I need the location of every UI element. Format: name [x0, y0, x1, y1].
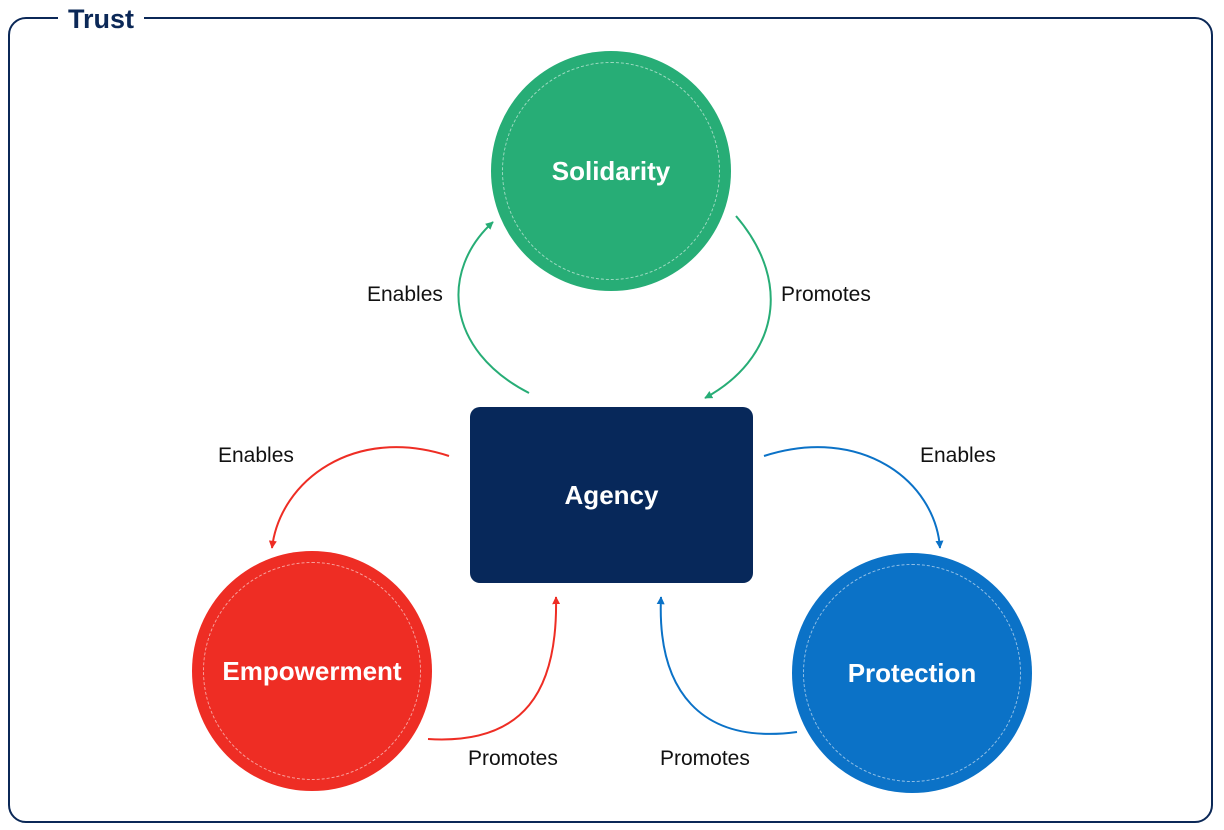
arrow-empowerment-to-agency	[427, 596, 561, 741]
solidarity-dashed-ring	[502, 62, 720, 280]
trust-frame	[8, 17, 1213, 823]
node-solidarity: Solidarity	[491, 51, 731, 291]
edge-label-agency-empowerment: Enables	[218, 444, 294, 467]
arrow-agency-to-protection	[763, 446, 944, 549]
arrow-protection-to-agency	[656, 596, 798, 735]
arrow-agency-to-solidarity	[457, 221, 530, 394]
protection-dashed-ring	[803, 564, 1021, 782]
protection-label: Protection	[847, 657, 977, 688]
edge-label-agency-protection: Enables	[920, 444, 996, 467]
empowerment-label: Empowerment	[222, 655, 402, 686]
agency-label: Agency	[564, 479, 659, 510]
edge-label-protection-agency: Promotes	[660, 747, 750, 770]
node-empowerment: Empowerment	[192, 551, 432, 791]
empowerment-dashed-ring	[203, 562, 421, 780]
edge-label-agency-solidarity: Enables	[367, 283, 443, 306]
arrow-solidarity-to-agency	[704, 215, 772, 399]
node-protection: Protection	[792, 553, 1032, 793]
arrow-agency-to-empowerment	[268, 446, 450, 549]
edge-label-empowerment-agency: Promotes	[468, 747, 558, 770]
frame-title: Trust	[58, 3, 145, 35]
edge-label-solidarity-agency: Promotes	[781, 283, 871, 306]
node-agency: Agency	[470, 407, 753, 583]
solidarity-label: Solidarity	[551, 155, 671, 186]
